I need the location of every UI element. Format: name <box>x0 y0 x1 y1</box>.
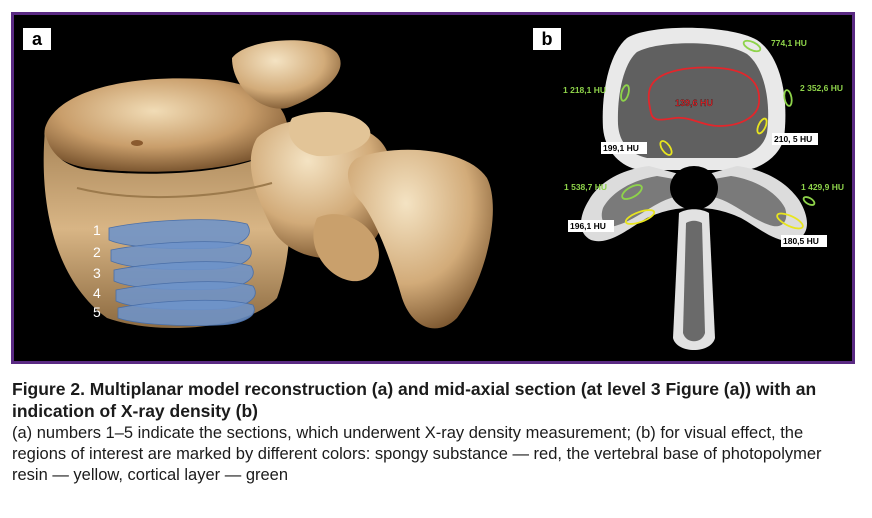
section-slice-5 <box>117 299 255 327</box>
roi-photopolymer-left-lower <box>624 209 656 225</box>
roi-spongy-red <box>647 66 760 127</box>
panel-b: 139,6 HU 774,1 HU 1 218,1 HU 2 352,6 <box>519 18 849 358</box>
panel-a-label: a <box>23 28 51 50</box>
roi-photopolymer-left-upper <box>659 140 673 156</box>
label-photopolymer-right-lower: 180,5 HU <box>783 236 819 246</box>
caption-body: (a) numbers 1–5 indicate the sections, w… <box>12 424 822 484</box>
section-number-5: 5 <box>93 304 101 320</box>
label-photopolymer-left-upper-box: 199,1 HU <box>601 142 647 154</box>
label-photopolymer-right-upper-box: 210, 5 HU <box>772 133 818 145</box>
section-number-4: 4 <box>93 285 101 301</box>
label-cortical-left-upper: 1 218,1 HU <box>563 85 606 95</box>
label-photopolymer-left-lower-box: 196,1 HU <box>568 220 614 232</box>
section-slices <box>108 219 256 327</box>
panel-b-label: b <box>533 28 561 50</box>
section-number-1: 1 <box>93 222 101 238</box>
label-photopolymer-right-upper: 210, 5 HU <box>774 134 812 144</box>
roi-cortical-right-lower <box>802 196 816 206</box>
roi-photopolymer-right-lower <box>776 212 804 230</box>
caption-title: Figure 2. Multiplanar model reconstructi… <box>12 379 817 421</box>
vertebra-3d-render: 1 2 3 4 5 <box>43 40 493 329</box>
label-cortical-right-upper: 2 352,6 HU <box>800 83 843 93</box>
label-photopolymer-left-upper: 199,1 HU <box>603 143 639 153</box>
panel-a: 1 2 3 4 5 a <box>17 18 515 358</box>
label-cortical-top: 774,1 HU <box>771 38 807 48</box>
roi-cortical-left-lower <box>621 184 643 200</box>
label-photopolymer-right-lower-box: 180,5 HU <box>781 235 827 247</box>
label-photopolymer-left-lower: 196,1 HU <box>570 221 606 231</box>
ct-axial-section: 139,6 HU 774,1 HU 1 218,1 HU 2 352,6 <box>563 27 844 350</box>
section-number-3: 3 <box>93 265 101 281</box>
label-cortical-left-lower: 1 538,7 HU <box>564 182 607 192</box>
label-cortical-right-lower: 1 429,9 HU <box>801 182 844 192</box>
section-number-2: 2 <box>93 244 101 260</box>
roi-cortical-right-upper <box>783 89 793 107</box>
roi-cortical-top <box>742 39 762 53</box>
figure-caption: Figure 2. Multiplanar model reconstructi… <box>12 378 860 486</box>
label-spongy: 139,6 HU <box>675 98 713 108</box>
roi-cortical-left-upper <box>620 84 630 102</box>
roi-photopolymer-right-upper <box>756 117 768 135</box>
figure-frame: 1 2 3 4 5 a 139,6 <box>11 12 855 364</box>
